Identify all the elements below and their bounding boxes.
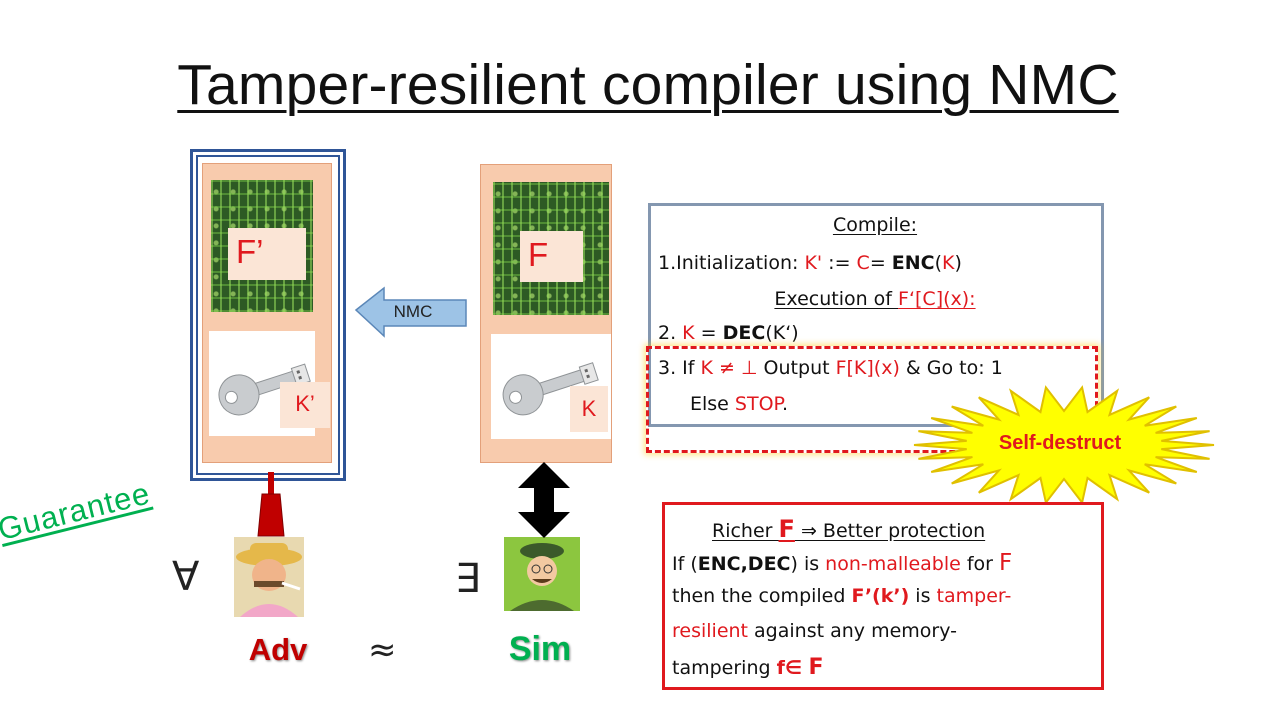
self-destruct-label: Self-destruct: [998, 432, 1122, 454]
execution-heading: Execution of F‘[C](x):: [774, 288, 976, 310]
probe-connector-icon: [257, 472, 285, 537]
approx-symbol: ≈: [368, 630, 397, 670]
step-3-line: 3. If K ≠ ⊥ Output F[K](x) & Go to: 1: [658, 357, 1003, 379]
left-function-label: F’: [228, 228, 306, 280]
adv-label: Adv: [248, 632, 308, 667]
richer-box: [662, 502, 1104, 690]
compile-box: [648, 203, 1104, 427]
richer-heading: Richer F ⇒ Better protection: [712, 515, 986, 543]
double-arrow-icon: [518, 462, 570, 538]
else-line: Else STOP.: [690, 393, 789, 415]
richer-line-2: then the compiled F’(k’) is tamper-: [672, 585, 1012, 607]
right-key-label: K: [570, 386, 608, 432]
nmc-arrow-icon: [354, 286, 467, 338]
simulator-avatar: [504, 537, 580, 611]
sim-label: Sim: [508, 630, 572, 668]
nmc-label: NMC: [393, 302, 433, 321]
richer-line-3: resilient against any memory-: [672, 620, 957, 642]
adversary-avatar: [234, 537, 304, 617]
step-2-line: 2. K = DEC(K‘): [658, 322, 799, 344]
self-destruct-highlight: [646, 346, 1098, 453]
compile-heading: Compile:: [832, 214, 918, 236]
left-key-label: K’: [280, 382, 330, 428]
guarantee-label: Guarantee: [0, 475, 154, 548]
usb-key-icon: [502, 362, 599, 416]
richer-line-1: If (ENC,DEC) is non-malleable for F: [672, 550, 1013, 576]
forall-symbol: ∀: [172, 554, 200, 600]
explosion-burst-icon: [913, 385, 1215, 505]
right-function-label: F: [520, 231, 583, 282]
init-line: 1.Initialization: K' := C= ENC(K): [658, 252, 962, 274]
richer-line-4: tampering f∈ F: [672, 655, 824, 680]
slide-title: Tamper-resilient compiler using NMC: [177, 53, 1119, 117]
exists-symbol: ∃: [455, 556, 481, 602]
usb-key-icon: [218, 363, 311, 416]
